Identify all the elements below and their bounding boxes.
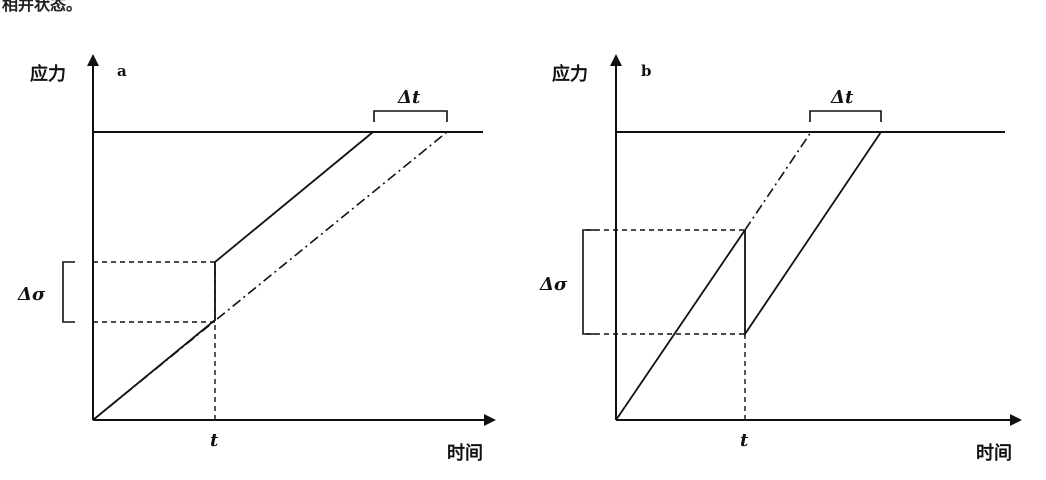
panel-b-x-axis-label: 时间 bbox=[976, 443, 1012, 464]
panel-b-y-axis-label: 应力 bbox=[552, 63, 588, 85]
panel-a: 应力 a Δt Δσ t 时间 bbox=[17, 54, 496, 464]
panel-b-t-label: t bbox=[740, 430, 749, 451]
panel-a-x-axis-label: 时间 bbox=[447, 443, 483, 464]
panel-b-delta-sigma-label: Δσ bbox=[539, 274, 568, 295]
panel-b-delta-t-bracket bbox=[809, 110, 882, 122]
panel-b-solid-ramp bbox=[615, 229, 746, 421]
panel-a-delta-t-bracket bbox=[373, 110, 448, 122]
panel-b-label: b bbox=[641, 62, 652, 80]
panel-a-label: a bbox=[117, 62, 127, 80]
top-text-fragment: 相并状态。 bbox=[2, 0, 82, 14]
panel-a-delta-sigma-label: Δσ bbox=[17, 284, 46, 305]
panel-a-delta-t-label: Δt bbox=[397, 87, 421, 108]
panel-a-solid-path bbox=[92, 131, 374, 421]
panel-b-delta-t-label: Δt bbox=[830, 87, 854, 108]
panel-b-delta-sigma-bracket bbox=[582, 229, 596, 335]
panel-a-t-label: t bbox=[210, 430, 219, 451]
panel-b-dashdot-path bbox=[744, 131, 812, 231]
panel-a-y-axis-label: 应力 bbox=[30, 63, 66, 85]
panel-a-delta-sigma-bracket bbox=[62, 261, 75, 323]
panel-a-dashdot-path bbox=[92, 131, 448, 421]
panel-b: 应力 b Δt Δσ t 时间 bbox=[539, 54, 1022, 464]
panel-b-solid-path bbox=[744, 131, 882, 337]
